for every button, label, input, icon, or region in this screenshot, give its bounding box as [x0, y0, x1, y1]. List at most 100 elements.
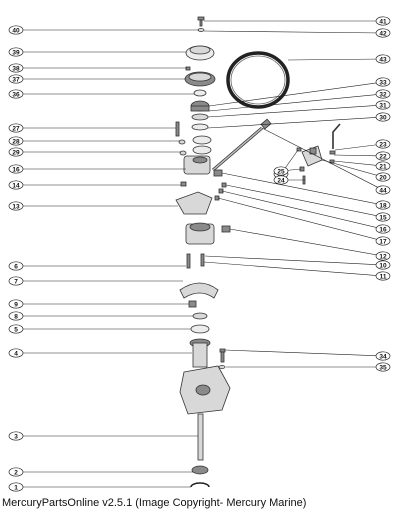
nut-part: [188, 300, 197, 308]
callout-number: 4: [14, 350, 18, 357]
callout-oval: [375, 54, 391, 64]
callout-oval: [375, 260, 391, 270]
callout-number: 24: [277, 177, 285, 184]
callout-number: 6: [14, 263, 18, 270]
lever-assembly-part: [296, 123, 341, 185]
stud-part: [175, 121, 180, 137]
callout-oval: [8, 180, 24, 190]
callout-43: 43: [375, 54, 391, 64]
callout-27: 27: [8, 123, 24, 133]
leader-line: [224, 349, 384, 357]
callout-oval: [8, 136, 24, 146]
callout-oval: [8, 261, 24, 271]
callout-number: 17: [379, 238, 387, 245]
callout-oval: [375, 161, 391, 171]
callout-number: 1: [14, 484, 18, 491]
callout-number: 15: [379, 214, 387, 221]
callout-2: 2: [8, 467, 24, 477]
callout-number: 43: [379, 56, 387, 63]
valve-body-part: [185, 222, 231, 245]
callout-number: 38: [12, 65, 20, 72]
callout-oval: [273, 166, 289, 176]
washer-part: [190, 324, 210, 334]
callout-number: 10: [379, 262, 387, 269]
callout-13: 13: [8, 201, 24, 211]
callout-oval: [8, 482, 24, 492]
callout-7: 7: [8, 276, 24, 286]
callout-3: 3: [8, 431, 24, 441]
callout-number: 41: [379, 18, 387, 25]
callout-17: 17: [375, 236, 391, 246]
callout-oval: [8, 201, 24, 211]
callout-oval: [375, 16, 391, 26]
screw-part: [180, 181, 187, 187]
leader-line: [208, 93, 384, 112]
callout-11: 11: [375, 271, 391, 281]
callout-number: 35: [379, 364, 387, 371]
callout-oval: [375, 172, 391, 182]
callout-32: 32: [375, 89, 391, 99]
fitting-part: [213, 169, 227, 201]
callout-oval: [375, 89, 391, 99]
callout-number: 33: [379, 79, 387, 86]
callout-number: 21: [379, 163, 387, 170]
callout-21: 21: [375, 161, 391, 171]
main-housing-part: [179, 338, 231, 415]
snap-ring-part: [190, 482, 210, 488]
callout-1: 1: [8, 482, 24, 492]
callout-number: 37: [12, 76, 20, 83]
callout-34: 34: [375, 351, 391, 361]
callout-oval: [8, 63, 24, 73]
callout-29: 29: [8, 147, 24, 157]
clamp-part: [179, 282, 219, 299]
callout-20: 20: [375, 172, 391, 182]
image-caption: MercuryPartsOnline v2.5.1 (Image Copyrig…: [2, 497, 307, 509]
callout-36: 36: [8, 89, 24, 99]
callout-number: 34: [379, 353, 387, 360]
leader-line: [225, 184, 384, 218]
shaft-part: [197, 413, 204, 461]
callout-oval: [375, 351, 391, 361]
washer-part: [193, 89, 207, 97]
callout-oval: [8, 276, 24, 286]
callout-oval: [8, 311, 24, 321]
callout-oval: [375, 251, 391, 261]
callout-number: 29: [12, 149, 20, 156]
leader-line: [207, 116, 384, 129]
callout-number: 12: [379, 253, 387, 260]
leader-line: [333, 154, 384, 157]
callout-oval: [8, 89, 24, 99]
leader-line: [203, 30, 384, 34]
leader-line: [217, 197, 384, 242]
callout-oval: [8, 47, 24, 57]
callout-oval: [375, 200, 391, 210]
callout-number: 30: [379, 114, 387, 121]
callout-35: 35: [375, 362, 391, 372]
callout-number: 2: [14, 469, 18, 476]
callout-22: 22: [375, 151, 391, 161]
callout-number: 31: [379, 102, 387, 109]
leader-line: [207, 104, 384, 118]
callout-oval: [375, 362, 391, 372]
callout-oval: [8, 467, 24, 477]
callout-23: 23: [375, 139, 391, 149]
callout-number: 8: [14, 313, 18, 320]
callout-oval: [375, 28, 391, 38]
callout-15: 15: [375, 212, 391, 222]
callout-8: 8: [8, 311, 24, 321]
leader-line: [204, 255, 384, 266]
callout-oval: [375, 236, 391, 246]
callout-oval: [375, 212, 391, 222]
callout-number: 25: [277, 168, 285, 175]
callout-number: 39: [12, 49, 20, 56]
housing-part: [183, 155, 211, 175]
callout-oval: [375, 139, 391, 149]
callout-16: 16: [375, 224, 391, 234]
leader-line: [287, 58, 384, 61]
callout-39: 39: [8, 47, 24, 57]
bolt-part: [218, 348, 226, 369]
leader-line: [229, 228, 384, 257]
callout-oval: [8, 147, 24, 157]
callout-40: 40: [8, 25, 24, 35]
leader-line: [221, 190, 384, 230]
